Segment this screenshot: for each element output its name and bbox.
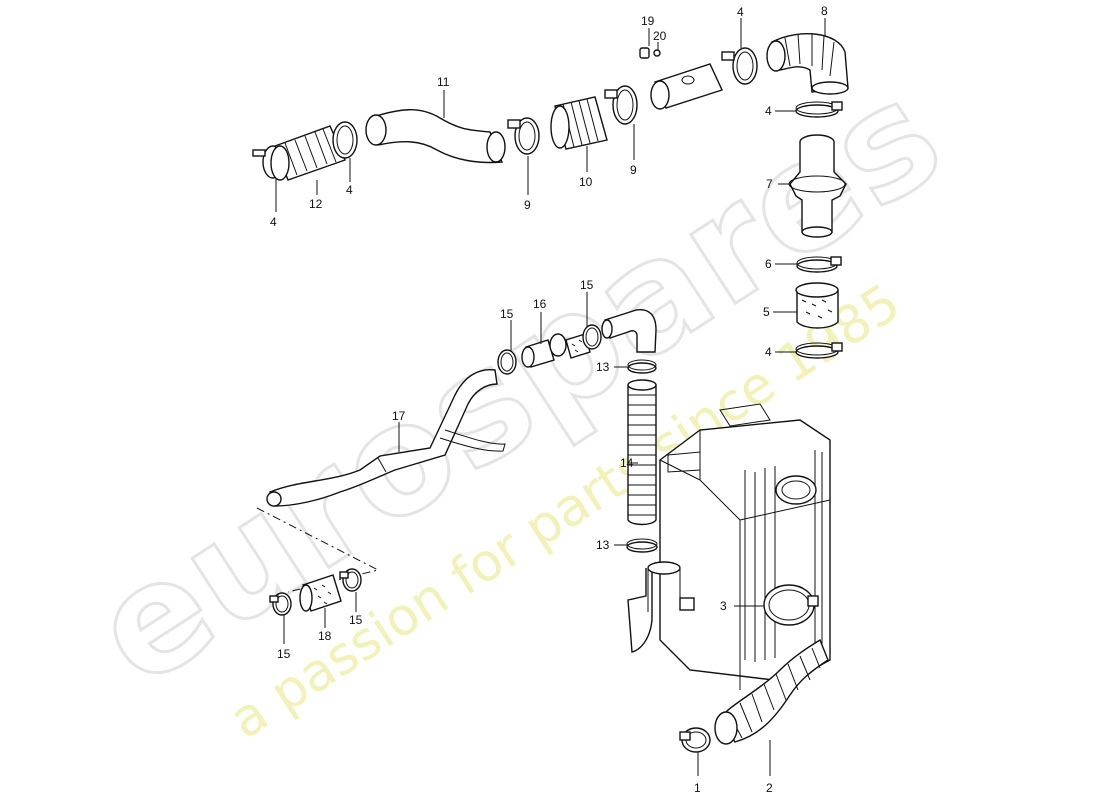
hose-2 [714,638,829,745]
callout-4: 4 [765,345,772,359]
clamp-6 [796,256,842,273]
intercooler-housing [659,403,831,690]
callout-4: 4 [270,215,277,229]
elbow-hose-8 [766,33,849,95]
washer-20 [653,49,661,57]
callout-15: 15 [277,647,291,661]
callout-9: 9 [630,163,637,177]
clamp-9-left [507,117,540,155]
callout-20: 20 [653,29,667,43]
clamp-13-bottom [626,538,658,553]
callout-9: 9 [524,198,531,212]
clamp-1 [679,727,711,753]
callout-5: 5 [763,305,770,319]
callout-10: 10 [579,175,593,189]
callout-1: 1 [694,781,701,795]
callout-12: 12 [309,197,323,211]
callout-14: 14 [620,456,634,470]
pipe-7 [788,134,847,238]
hose-10 [550,96,608,150]
callout-labels: 4 12 4 11 9 10 9 19 20 4 8 4 7 6 5 4 15 … [270,4,828,795]
callout-19: 19 [641,14,655,28]
callout-4: 4 [737,5,744,19]
callout-3: 3 [720,599,727,613]
clamp-4-mid [332,121,358,159]
nut-19 [639,47,650,59]
callout-18: 18 [318,629,332,643]
sleeve-5 [795,282,839,329]
callout-4: 4 [765,104,772,118]
callout-15: 15 [349,613,363,627]
clamp-3 [763,584,819,626]
clamp-13-top [627,359,657,374]
clamp-15-lower-left [269,592,292,616]
callout-16: 16 [533,297,547,311]
clamp-4-top [721,47,758,85]
pipe-17 [266,368,506,507]
watermark: eurospares a passion for parts since 198… [63,45,973,751]
callout-7: 7 [766,177,773,191]
elbow-hose-13 [601,309,657,353]
clamp-15-left [497,349,517,375]
clamp-9-right [604,85,638,125]
callout-13: 13 [596,360,610,374]
callout-13: 13 [596,538,610,552]
callout-15: 15 [500,307,514,321]
clamp-15-right [582,324,602,350]
callout-15: 15 [580,278,594,292]
callout-17: 17 [392,409,406,423]
callout-4: 4 [346,183,353,197]
hose-12 [270,125,346,181]
callout-2: 2 [766,781,773,795]
outlet-pipe [627,561,681,653]
hose-14 [627,379,657,526]
leader-lines [275,18,826,776]
clamp-15-lower-right [339,568,362,592]
hose-11 [365,109,506,164]
sleeve-18 [299,574,342,612]
callout-8: 8 [821,4,828,18]
callout-6: 6 [765,257,772,271]
callout-11: 11 [437,75,450,89]
connector-tube-20 [650,63,723,110]
